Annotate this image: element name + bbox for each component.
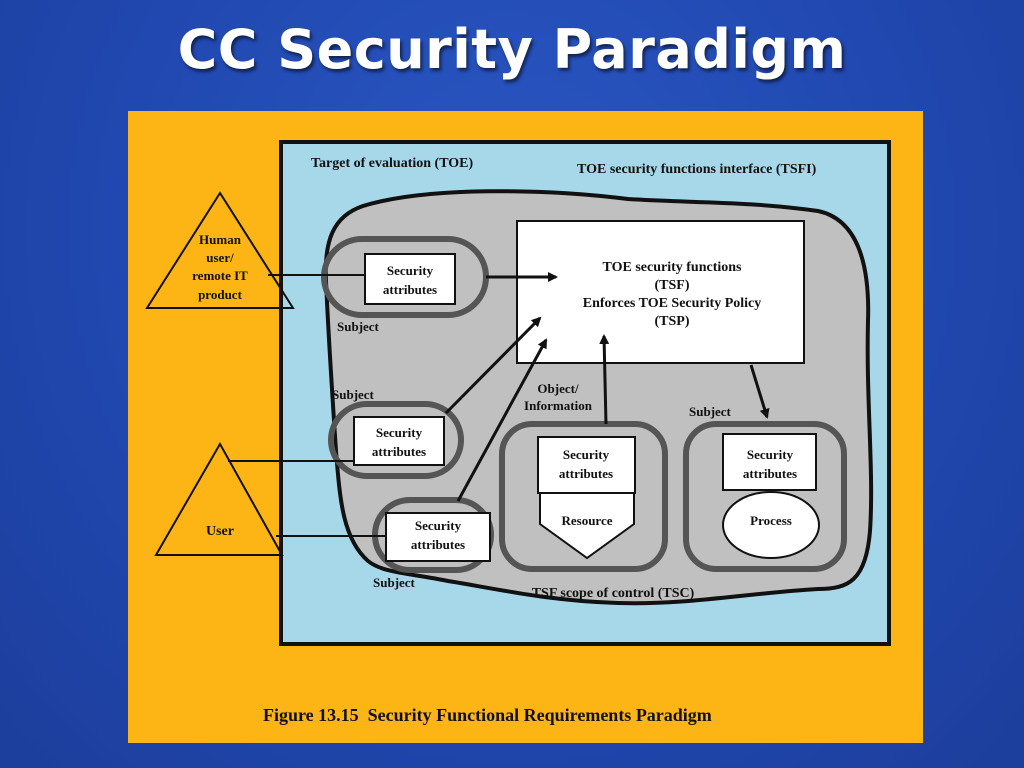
sa-middle-line-2: attributes [372,444,426,459]
tsf-line-3: Enforces TOE Security Policy [583,296,762,311]
process-ring [683,421,847,572]
sa-top-line-1: Security [387,263,434,278]
arrow-tsf-to-process [749,364,770,419]
object-ring [499,421,668,572]
security-attributes-box-object [537,436,636,494]
tsf-line-2: (TSF) [655,278,690,293]
object-info-line-2: Information [524,398,593,413]
human-user-triangle [145,191,295,309]
human-user-line-2: user/ [206,250,234,265]
subject-label-top: Subject [337,319,380,334]
tsfi-label: TOE security functions interface (TSFI) [577,162,817,177]
sa-object-line-2: attributes [559,466,613,481]
sa-process-line-1: Security [747,447,794,462]
sa-bottom-line-1: Security [415,518,462,533]
arrow-subject-bottom-to-tsf [456,338,548,502]
arrow-object-to-tsf [599,334,610,425]
slide-title: CC Security Paradigm [177,18,847,81]
security-attributes-box-top [364,253,456,305]
subject-label-bottom: Subject [373,575,416,590]
security-attributes-box-process [722,433,817,491]
subject-label-process: Subject [689,404,732,419]
tsf-line-4: (TSP) [655,314,690,329]
subject-label-middle: Subject [332,387,375,402]
security-attributes-box-middle [353,416,445,466]
toe-label: Target of evaluation (TOE) [311,156,474,171]
human-user-line-4: product [198,287,242,302]
human-user-line-1: Human [199,232,242,247]
tsc-label: TSF scope of control (TSC) [532,586,695,601]
resource-label: Resource [561,513,612,528]
sa-process-line-2: attributes [743,466,797,481]
process-label: Process [750,513,792,528]
tsf-line-1: TOE security functions [603,260,743,275]
figure-caption: Figure 13.15 Security Functional Require… [263,705,712,725]
sa-middle-line-1: Security [376,425,423,440]
human-user-line-3: remote IT [192,268,248,283]
sa-bottom-line-2: attributes [411,537,465,552]
resource-shape [539,492,635,560]
figure-panel: Target of evaluation (TOE) TOE security … [128,111,923,743]
sa-object-line-1: Security [563,447,610,462]
object-info-line-1: Object/ [537,381,579,396]
user-label: User [206,524,234,539]
tsf-box [516,220,805,364]
sa-top-line-2: attributes [383,282,437,297]
subject-ring-middle [328,401,464,479]
process-shape [722,491,820,559]
user-triangle [154,441,284,556]
arrow-subject-middle-to-tsf [444,316,542,415]
